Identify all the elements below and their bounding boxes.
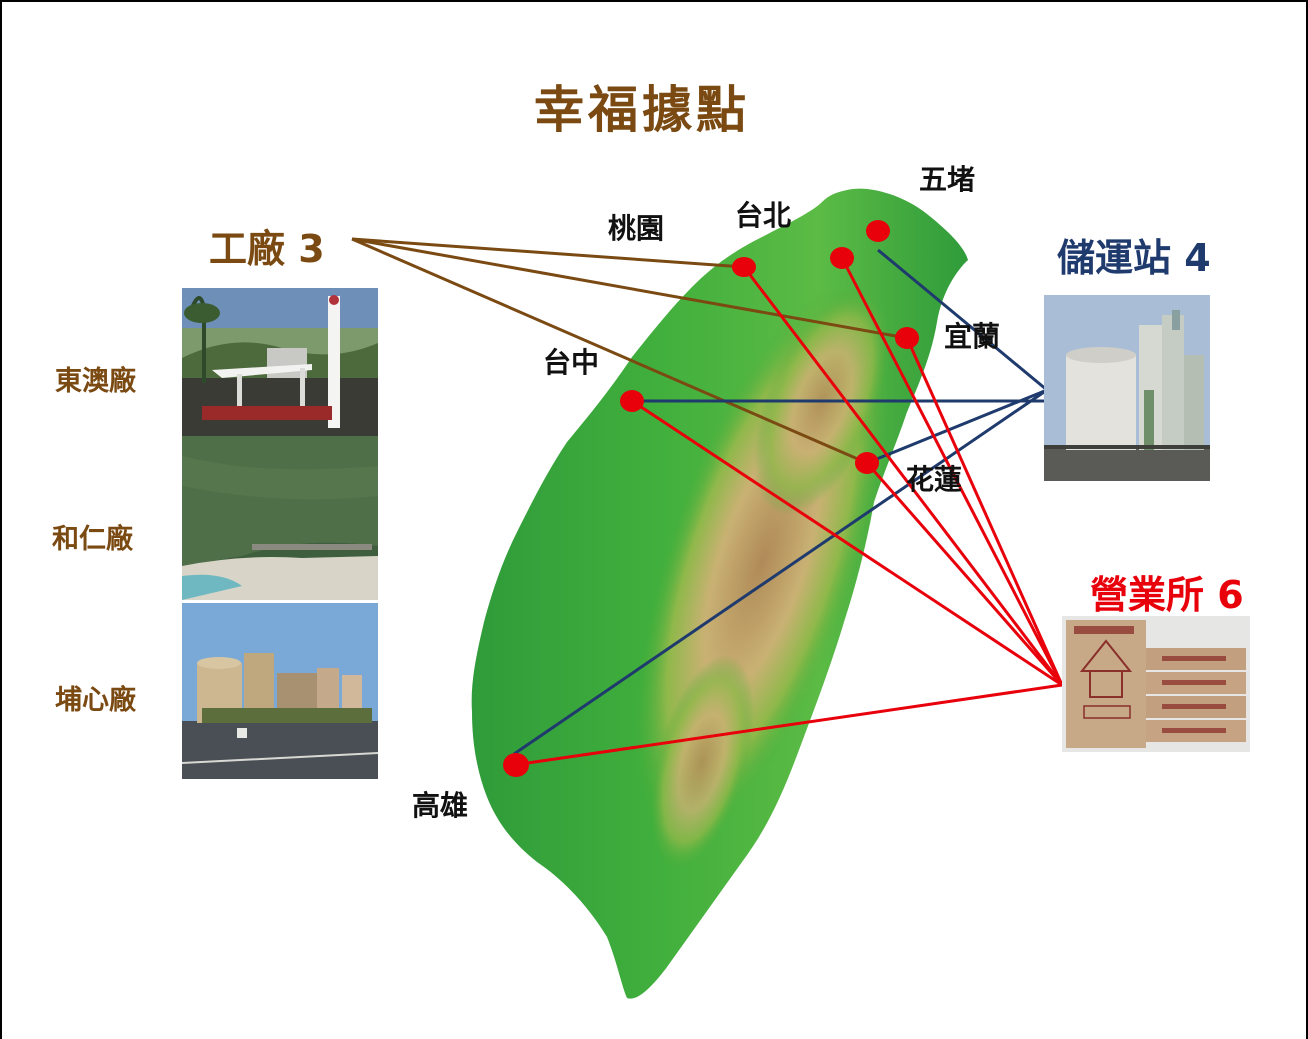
dot-taichung (620, 390, 644, 412)
photo-cement-bags (1062, 616, 1250, 752)
location-dots (503, 220, 919, 777)
photo-dongao-plant (182, 288, 378, 436)
dot-yilan (895, 327, 919, 349)
city-label-kaohsiung: 高雄 (412, 789, 469, 822)
city-label-wudu: 五堵 (919, 163, 976, 196)
photo-buxin-plant (182, 603, 378, 779)
city-label-yilan: 宜蘭 (944, 320, 1001, 353)
dot-taipei (830, 247, 854, 269)
factory-lines (351, 237, 908, 465)
plant-label-heren: 和仁廠 (52, 524, 133, 555)
sales-heading: 營業所 6 (1090, 573, 1244, 617)
storage-heading: 儲運站 4 (1057, 236, 1211, 280)
city-label-taoyuan: 桃園 (608, 212, 665, 245)
plant-label-dongao: 東澳廠 (55, 366, 136, 397)
dot-taoyuan (732, 257, 756, 277)
dot-wudu (866, 220, 890, 242)
city-label-taipei: 台北 (735, 199, 792, 232)
plant-label-buxin: 埔心廠 (55, 685, 136, 716)
dot-hualien (855, 452, 879, 474)
dot-kaohsiung (503, 753, 529, 777)
page-title: 幸福據點 (534, 81, 750, 139)
factory-heading: 工廠 3 (209, 227, 325, 271)
sales-lines (513, 257, 1064, 767)
photo-storage-silo (1044, 295, 1210, 481)
city-label-hualien: 花蓮 (906, 463, 963, 496)
photo-heren-plant (182, 436, 378, 600)
city-label-taichung: 台中 (543, 346, 600, 379)
